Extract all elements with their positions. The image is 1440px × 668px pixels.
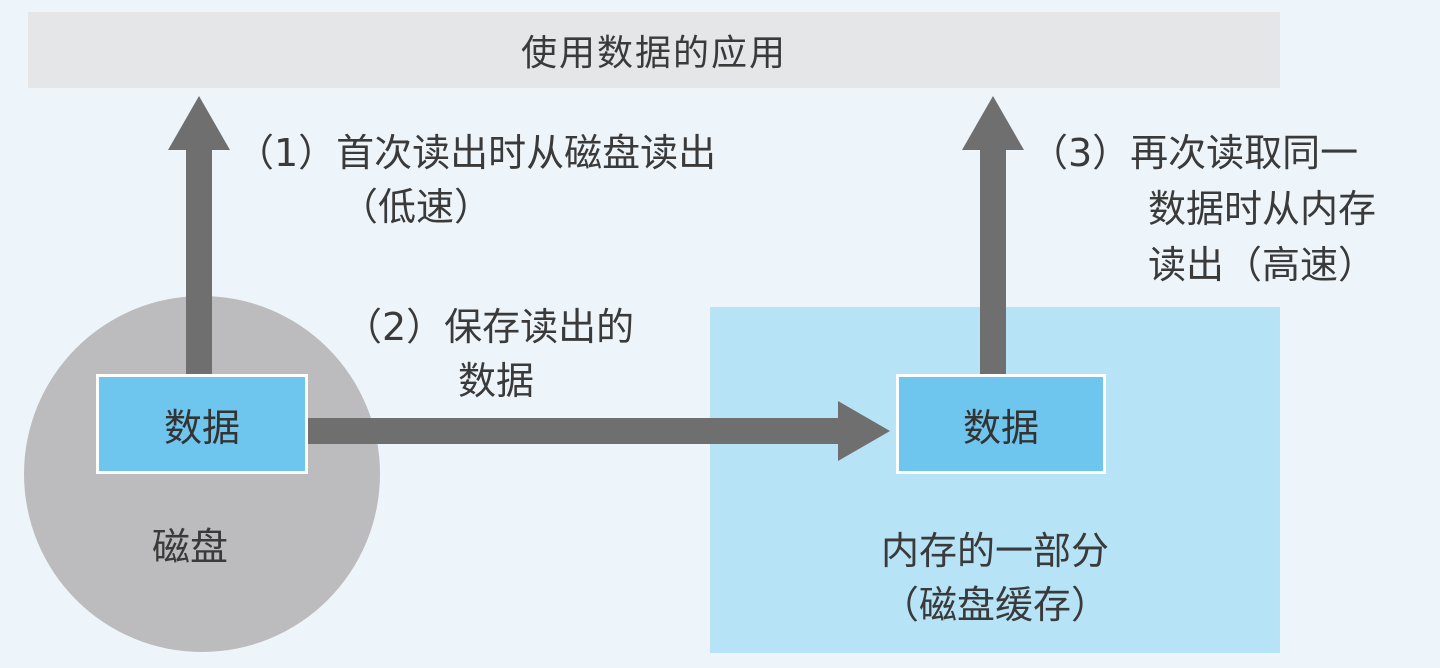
step3-line2: 数据时从内存 (1148, 187, 1377, 231)
step2-line2: 数据 (458, 359, 535, 403)
disk-data-box: 数据 (96, 374, 308, 474)
cache-caption-line1: 内存的一部分 (880, 529, 1109, 573)
step3-line1: （3）再次读取同一 (1030, 131, 1359, 175)
cache-caption-line2: （磁盘缓存） (880, 583, 1109, 627)
read-from-disk-arrow (168, 96, 230, 374)
app-bar: 使用数据的应用 (28, 12, 1280, 88)
cache-data-box: 数据 (896, 374, 1106, 474)
cache-data-label: 数据 (962, 405, 1039, 450)
disk-label: 磁盘 (152, 525, 229, 569)
app-title: 使用数据的应用 (520, 33, 787, 74)
step1-line1: （1）首次读出时从磁盘读出 (236, 131, 717, 175)
step1-line2: （低速） (340, 185, 493, 229)
disk-data-label: 数据 (163, 405, 240, 450)
step3-line3: 读出（高速） (1148, 243, 1377, 287)
save-to-cache-arrow (308, 401, 890, 461)
step2-line1: （2）保存读出的 (344, 305, 635, 349)
read-from-cache-arrow (962, 96, 1024, 374)
